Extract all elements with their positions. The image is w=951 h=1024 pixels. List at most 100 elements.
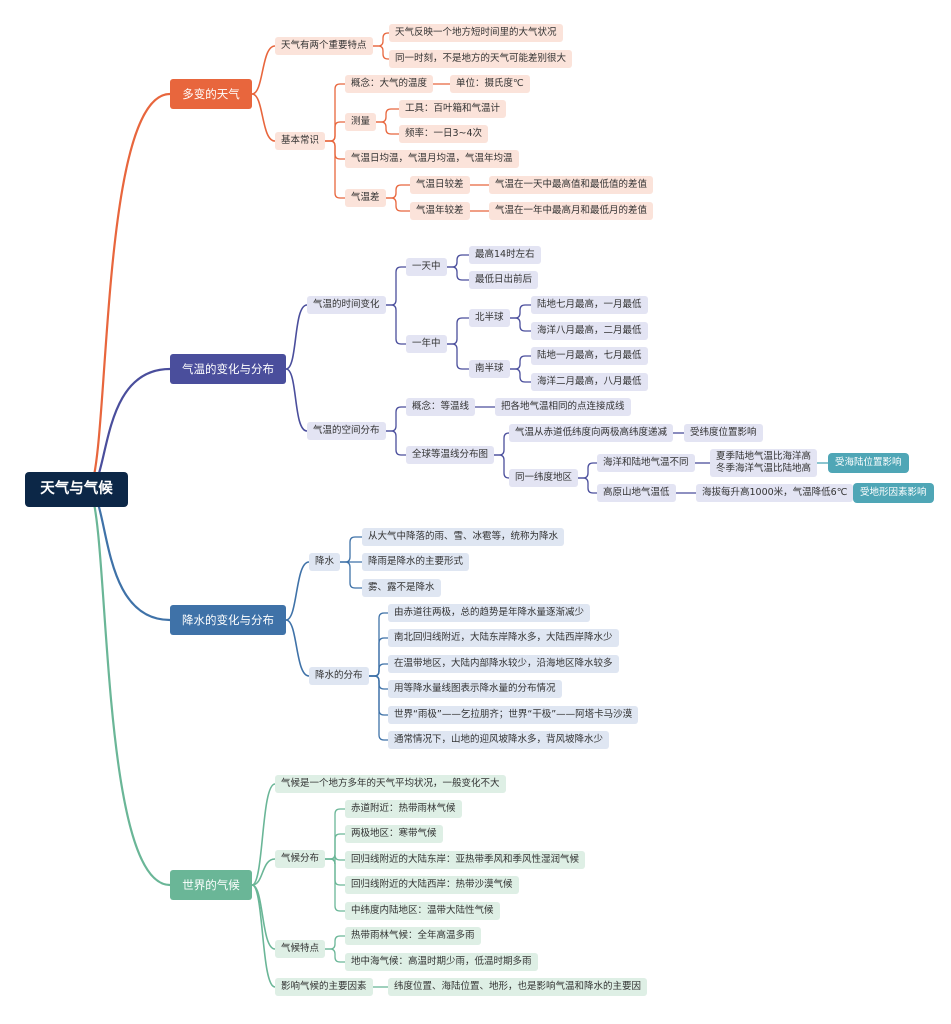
connector bbox=[325, 140, 345, 199]
node-climate-dist[interactable]: 气候分布 bbox=[275, 850, 326, 868]
node-dist-6[interactable]: 通常情况下，山地的迎风坡降水多，背风坡降水少 bbox=[388, 731, 610, 749]
node-temp-range[interactable]: 气温差 bbox=[345, 189, 386, 207]
node-midlat-inland-climate[interactable]: 中纬度内陆地区：温带大陆性气候 bbox=[345, 902, 500, 920]
node-weather-feature-2[interactable]: 同一时刻，不是地方的天气可能差别很大 bbox=[389, 50, 573, 68]
connector bbox=[578, 462, 597, 479]
connector bbox=[386, 184, 410, 199]
connector bbox=[373, 32, 389, 47]
node-fog-dew[interactable]: 雾、露不是降水 bbox=[362, 579, 441, 597]
node-dist-2[interactable]: 南北回归线附近，大陆东岸降水多，大陆西岸降水少 bbox=[388, 629, 619, 647]
connector bbox=[89, 489, 171, 887]
node-temp-averages[interactable]: 气温日均温，气温月均温，气温年均温 bbox=[345, 150, 519, 168]
connector bbox=[578, 477, 597, 494]
connector bbox=[447, 266, 469, 281]
node-north-land[interactable]: 陆地七月最高，一月最低 bbox=[531, 296, 648, 314]
node-lat-influence[interactable]: 受纬度位置影响 bbox=[684, 424, 763, 442]
node-polar-climate[interactable]: 两极地区：寒带气候 bbox=[345, 825, 443, 843]
node-equator-climate[interactable]: 赤道附近：热带雨林气候 bbox=[345, 800, 462, 818]
node-tropic-east-climate[interactable]: 回归线附近的大陆东岸：亚热带季风和季风性湿润气候 bbox=[345, 851, 586, 869]
node-north-ocean[interactable]: 海洋八月最高，二月最低 bbox=[531, 322, 648, 340]
branch-weather[interactable]: 多变的天气 bbox=[170, 79, 252, 109]
connector bbox=[510, 355, 531, 370]
node-tropic-west-climate[interactable]: 回归线附近的大陆西岸：热带沙漠气候 bbox=[345, 876, 519, 894]
connector bbox=[510, 317, 531, 332]
node-annual-range-def[interactable]: 气温在一年中最高月和最低月的差值 bbox=[489, 202, 654, 220]
node-altitude-lapse[interactable]: 海拔每升高1000米，气温降低6℃ bbox=[696, 484, 854, 502]
node-measure[interactable]: 测量 bbox=[345, 113, 377, 131]
connector bbox=[386, 304, 406, 345]
connector bbox=[89, 488, 171, 622]
node-northern-hemisphere[interactable]: 北半球 bbox=[469, 309, 510, 327]
connector bbox=[373, 45, 389, 60]
node-temp-space-dist[interactable]: 气温的空间分布 bbox=[307, 422, 386, 440]
connector bbox=[325, 858, 345, 912]
node-weather-features[interactable]: 天气有两个重要特点 bbox=[275, 37, 373, 55]
node-precipitation[interactable]: 降水 bbox=[309, 553, 341, 571]
node-weather-feature-1[interactable]: 天气反映一个地方短时间里的大气状况 bbox=[389, 24, 563, 42]
branch-precipitation[interactable]: 降水的变化与分布 bbox=[170, 605, 286, 635]
branch-climate[interactable]: 世界的气候 bbox=[170, 870, 252, 900]
connector bbox=[447, 317, 469, 345]
node-rainforest-feature[interactable]: 热带雨林气候：全年高温多雨 bbox=[345, 927, 481, 945]
connector bbox=[386, 406, 406, 432]
node-same-latitude[interactable]: 同一纬度地区 bbox=[509, 469, 579, 487]
node-temp-unit[interactable]: 单位：摄氏度℃ bbox=[450, 75, 530, 93]
root-node[interactable]: 天气与气候 bbox=[25, 472, 128, 507]
node-climate-factors[interactable]: 影响气候的主要因素 bbox=[275, 978, 373, 996]
connector bbox=[251, 783, 276, 886]
node-rain-main[interactable]: 降雨是降水的主要形式 bbox=[362, 553, 470, 571]
node-measure-tool[interactable]: 工具：百叶箱和气温计 bbox=[399, 100, 507, 118]
node-annual-range[interactable]: 气温年较差 bbox=[410, 202, 470, 220]
connector bbox=[447, 343, 469, 370]
node-mediterranean-feature[interactable]: 地中海气候：高温时期少雨，低温时期多雨 bbox=[345, 953, 538, 971]
connector bbox=[376, 108, 399, 123]
node-dist-4[interactable]: 用等降水量线图表示降水量的分布情况 bbox=[388, 680, 562, 698]
node-dist-1[interactable]: 由赤道往两极，总的趋势是年降水量逐渐减少 bbox=[388, 604, 591, 622]
node-temp-time-change[interactable]: 气温的时间变化 bbox=[307, 296, 386, 314]
node-daily-range-def[interactable]: 气温在一天中最高值和最低值的差值 bbox=[489, 176, 654, 194]
node-dist-3[interactable]: 在温带地区，大陆内部降水较少，沿海地区降水较多 bbox=[388, 655, 619, 673]
node-temp-concept[interactable]: 概念：大气的温度 bbox=[345, 75, 434, 93]
connector bbox=[251, 93, 276, 142]
tag-terrain-influence[interactable]: 受地形因素影响 bbox=[853, 483, 934, 503]
node-in-a-year[interactable]: 一年中 bbox=[406, 335, 447, 353]
connector bbox=[494, 432, 510, 456]
node-climate-features[interactable]: 气候特点 bbox=[275, 940, 326, 958]
node-plateau-cold[interactable]: 高原山地气温低 bbox=[597, 484, 676, 502]
connector bbox=[510, 368, 531, 383]
connector bbox=[494, 454, 510, 479]
node-dist-5[interactable]: 世界“雨极”——乞拉朋齐；世界“干极”——阿塔卡马沙漠 bbox=[388, 706, 639, 724]
node-precip-dist[interactable]: 降水的分布 bbox=[309, 667, 369, 685]
connector bbox=[251, 858, 276, 886]
node-sea-land-diff[interactable]: 海洋和陆地气温不同 bbox=[597, 454, 695, 472]
node-measure-freq[interactable]: 频率：一日3~4次 bbox=[399, 125, 489, 143]
node-basic-knowledge[interactable]: 基本常识 bbox=[275, 132, 326, 150]
node-daily-range[interactable]: 气温日较差 bbox=[410, 176, 470, 194]
node-south-ocean[interactable]: 海洋二月最高，八月最低 bbox=[531, 373, 648, 391]
connector bbox=[251, 45, 276, 95]
connector bbox=[386, 197, 410, 212]
connector bbox=[376, 121, 399, 135]
node-in-a-day[interactable]: 一天中 bbox=[406, 258, 447, 276]
node-isotherm-def[interactable]: 把各地气温相同的点连接成线 bbox=[495, 398, 631, 416]
tag-sea-land-influence[interactable]: 受海陆位置影响 bbox=[828, 453, 909, 473]
connector bbox=[285, 561, 310, 621]
node-southern-hemisphere[interactable]: 南半球 bbox=[469, 360, 510, 378]
node-sea-land-detail[interactable]: 夏季陆地气温比海洋高冬季海洋气温比陆地高 bbox=[710, 449, 818, 477]
connector bbox=[325, 935, 345, 950]
node-precip-def[interactable]: 从大气中降落的雨、雪、冰雹等，统称为降水 bbox=[362, 528, 565, 546]
node-south-land[interactable]: 陆地一月最高，七月最低 bbox=[531, 347, 648, 365]
node-global-isotherm-map[interactable]: 全球等温线分布图 bbox=[406, 446, 495, 464]
branch-temperature[interactable]: 气温的变化与分布 bbox=[170, 354, 286, 384]
node-climate-factors-detail[interactable]: 纬度位置、海陆位置、地形，也是影响气温和降水的主要因 bbox=[388, 978, 648, 996]
connector bbox=[89, 92, 171, 490]
node-lat-decrease[interactable]: 气温从赤道低纬度向两极高纬度递减 bbox=[509, 424, 674, 442]
connector bbox=[285, 304, 308, 370]
connector bbox=[251, 884, 276, 988]
connector bbox=[386, 266, 406, 306]
node-isotherm-concept[interactable]: 概念：等温线 bbox=[406, 398, 476, 416]
node-day-min[interactable]: 最低日出前后 bbox=[469, 271, 539, 289]
node-day-max[interactable]: 最高14时左右 bbox=[469, 246, 541, 264]
node-climate-def[interactable]: 气候是一个地方多年的天气平均状况，一般变化不大 bbox=[275, 775, 506, 793]
connector bbox=[447, 254, 469, 268]
